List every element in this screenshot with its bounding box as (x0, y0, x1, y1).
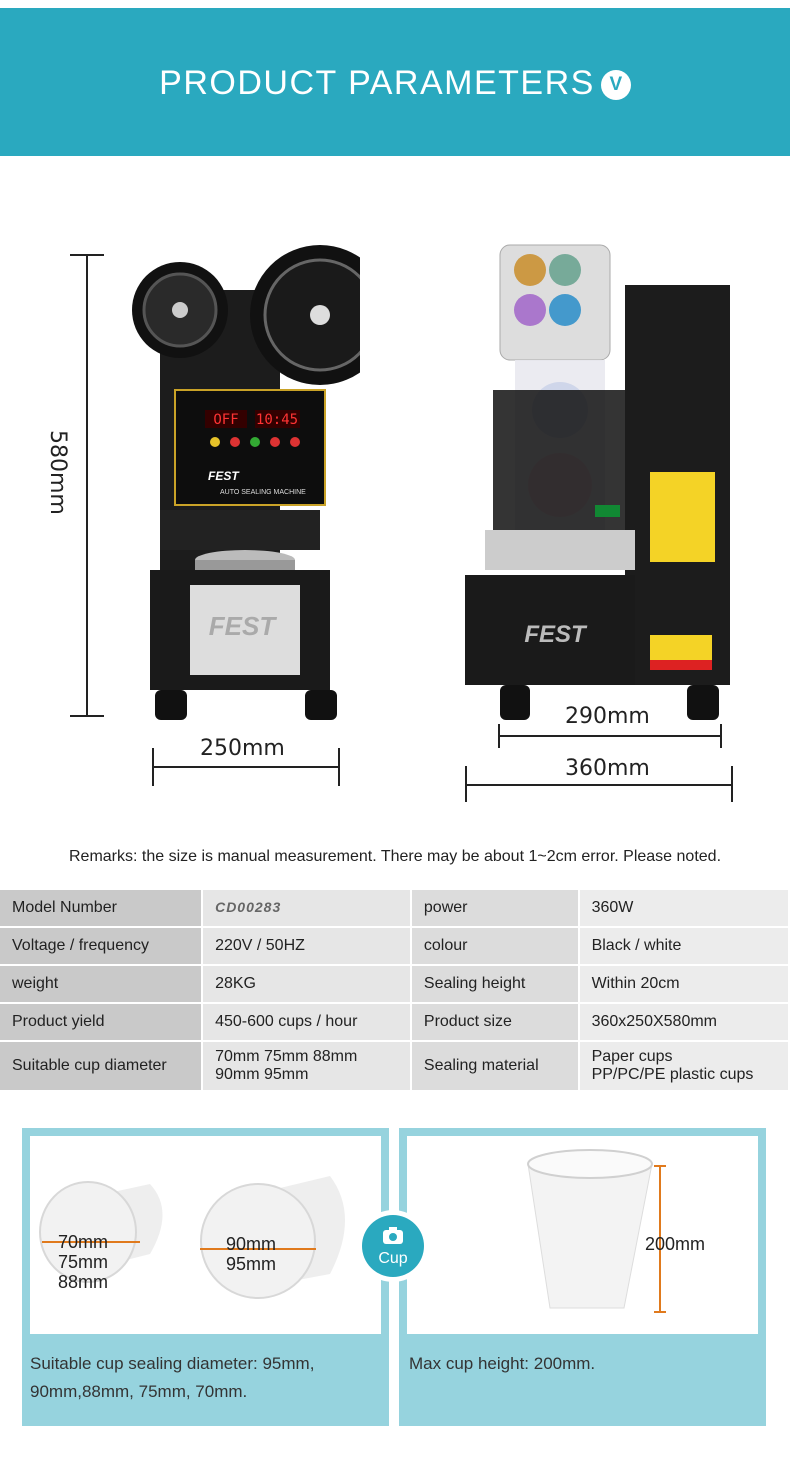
svg-text:FEST: FEST (209, 611, 278, 641)
param-value: 360x250X580mm (578, 1003, 790, 1042)
chevron-down-icon: V (600, 70, 631, 100)
param-value: CD00283 (202, 890, 412, 928)
remarks-text: Remarks: the size is manual measurement.… (68, 848, 722, 865)
param-label: Suitable cup diameter (0, 1041, 204, 1092)
side-machine-image: FEST (465, 244, 730, 720)
param-label: Voltage / frequency (0, 927, 204, 966)
table-row: Product yield 450-600 cups / hour Produc… (0, 1003, 790, 1042)
svg-text:AUTO SEALING MACHINE: AUTO SEALING MACHINE (220, 489, 306, 496)
brand-logo: FEST (208, 469, 240, 483)
param-value: 220V / 50HZ (202, 927, 412, 966)
height-dimension-label: 580mm (45, 430, 70, 515)
param-value: Within 20cm (578, 965, 790, 1004)
cup-height-label: 200mm (645, 1234, 706, 1254)
front-machine-image: OFF 10:45 FEST AUTO SEALING MACHINE FEST (132, 245, 360, 720)
param-label: power (410, 890, 580, 928)
param-value: 28KG (202, 965, 412, 1004)
param-value: 450-600 cups / hour (202, 1003, 412, 1042)
param-label: Product yield (0, 1003, 204, 1042)
svg-text:FEST: FEST (524, 621, 588, 648)
cup-diameter-text: Suitable cup sealing diameter: 95mm, 90m… (30, 1354, 315, 1401)
dimension-lines (70, 254, 733, 802)
table-row: Model Number CD00283 power 360W (0, 890, 790, 928)
cup-badge: Cup (357, 1210, 429, 1282)
cup-height-text: Max cup height: 200mm. (409, 1354, 596, 1373)
table-row: Voltage / frequency 220V / 50HZ colour B… (0, 927, 790, 966)
param-value: Black / white (578, 927, 790, 966)
parameters-table: Model Number CD00283 power 360W Voltage … (0, 890, 790, 1092)
param-label: Sealing height (410, 965, 580, 1004)
param-label: Product size (410, 1003, 580, 1042)
cups-illustration (39, 1149, 666, 1313)
model-number: CD00283 (215, 899, 282, 915)
param-label: Sealing material (410, 1041, 580, 1092)
param-label: Model Number (0, 890, 204, 928)
table-row: weight 28KG Sealing height Within 20cm (0, 965, 790, 1004)
width-dimension-label: 250mm (200, 736, 285, 761)
param-label: colour (410, 927, 580, 966)
timer-display-right: 10:45 (256, 412, 298, 428)
param-value: 360W (578, 890, 790, 928)
camera-icon (383, 1227, 403, 1244)
param-label: weight (0, 965, 204, 1004)
timer-display-left: OFF (213, 412, 238, 428)
total-depth-dimension-label: 360mm (565, 756, 650, 781)
base-depth-dimension-label: 290mm (565, 704, 650, 729)
